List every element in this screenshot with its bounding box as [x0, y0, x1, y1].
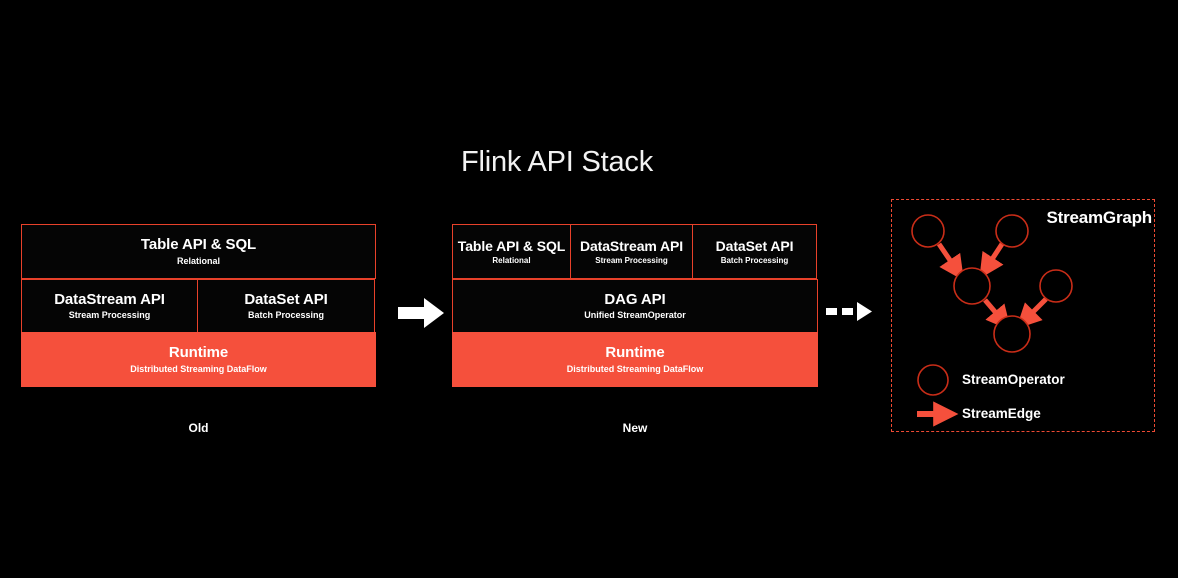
- stream-operator-node-3[interactable]: [953, 267, 991, 305]
- cell-title: Table API & SQL: [457, 237, 566, 254]
- new-cell-runtime[interactable]: Runtime Distributed Streaming DataFlow: [452, 332, 818, 387]
- old-stack-caption: Old: [188, 421, 209, 435]
- old-cell-table-api-sql[interactable]: Table API & SQL Relational: [21, 224, 376, 279]
- stream-edge-n2-n3: [979, 242, 1005, 279]
- stream-edge-n3-n5: [983, 298, 1012, 331]
- old-cell-runtime[interactable]: Runtime Distributed Streaming DataFlow: [21, 332, 376, 387]
- page-title: Flink API Stack: [461, 146, 654, 178]
- streamgraph-figure: [911, 214, 1073, 427]
- cell-subtitle: Stream Processing: [595, 255, 668, 265]
- stream-operator-node-5[interactable]: [993, 315, 1031, 353]
- solid-white-arrow-icon: [398, 298, 444, 328]
- new-stack-row-1: Table API & SQL Relational DataStream AP…: [452, 224, 818, 279]
- new-cell-dag-api[interactable]: DAG API Unified StreamOperator: [452, 279, 818, 333]
- streamgraph-panel: StreamGraph: [891, 199, 1155, 432]
- cell-subtitle: Relational: [492, 255, 531, 265]
- legend-label-streamoperator: StreamOperator: [962, 372, 1065, 387]
- streamgraph-nodes: [911, 214, 1073, 353]
- cell-subtitle: Distributed Streaming DataFlow: [130, 363, 267, 374]
- streamgraph-edges: [936, 242, 1048, 331]
- stream-operator-node-1[interactable]: [911, 214, 945, 248]
- cell-title: DataSet API: [244, 290, 328, 308]
- new-stack-row-3: Runtime Distributed Streaming DataFlow: [452, 332, 818, 387]
- stream-operator-node-2[interactable]: [995, 214, 1029, 248]
- dashed-white-arrow-icon: [826, 302, 872, 321]
- dashed-white-arrow: [826, 299, 874, 330]
- stream-edge-n1-n3: [936, 242, 964, 281]
- cell-title: Table API & SQL: [140, 236, 257, 254]
- streamgraph-title: StreamGraph: [1046, 208, 1152, 227]
- cell-subtitle: Unified StreamOperator: [584, 310, 686, 321]
- cell-subtitle: Stream Processing: [68, 310, 151, 321]
- new-cell-table-api-sql[interactable]: Table API & SQL Relational: [452, 224, 571, 279]
- old-stack-row-1: Table API & SQL Relational: [21, 224, 376, 279]
- new-stack-caption: New: [622, 421, 648, 435]
- cell-subtitle: Batch Processing: [720, 255, 789, 265]
- cell-title: Runtime: [168, 344, 229, 362]
- new-stack: Table API & SQL Relational DataStream AP…: [452, 224, 818, 402]
- old-stack: Table API & SQL Relational DataStream AP…: [21, 224, 376, 402]
- legend-circle-outline-icon: [917, 364, 949, 396]
- new-cell-dataset-api[interactable]: DataSet API Batch Processing: [692, 224, 817, 279]
- legend-label-streamedge: StreamEdge: [962, 406, 1041, 421]
- cell-title: DataSet API: [715, 237, 794, 254]
- old-cell-datastream-api[interactable]: DataStream API Stream Processing: [21, 279, 198, 333]
- new-stack-row-2: DAG API Unified StreamOperator: [452, 279, 818, 333]
- cell-title: DataStream API: [579, 237, 684, 254]
- solid-white-arrow: [398, 298, 446, 333]
- cell-subtitle: Relational: [176, 255, 220, 266]
- stream-edge-n4-n5: [1016, 297, 1048, 329]
- cell-subtitle: Distributed Streaming DataFlow: [566, 363, 704, 374]
- old-cell-dataset-api[interactable]: DataSet API Batch Processing: [197, 279, 375, 333]
- old-stack-row-2: DataStream API Stream Processing DataSet…: [21, 279, 376, 333]
- old-stack-row-3: Runtime Distributed Streaming DataFlow: [21, 332, 376, 387]
- cell-title: DAG API: [604, 290, 666, 308]
- new-cell-datastream-api[interactable]: DataStream API Stream Processing: [570, 224, 693, 279]
- cell-title: DataStream API: [54, 290, 165, 308]
- streamgraph-legend-glyphs: [917, 364, 959, 427]
- stream-operator-node-4[interactable]: [1039, 269, 1073, 303]
- cell-subtitle: Batch Processing: [247, 310, 325, 321]
- cell-title: Runtime: [605, 344, 665, 362]
